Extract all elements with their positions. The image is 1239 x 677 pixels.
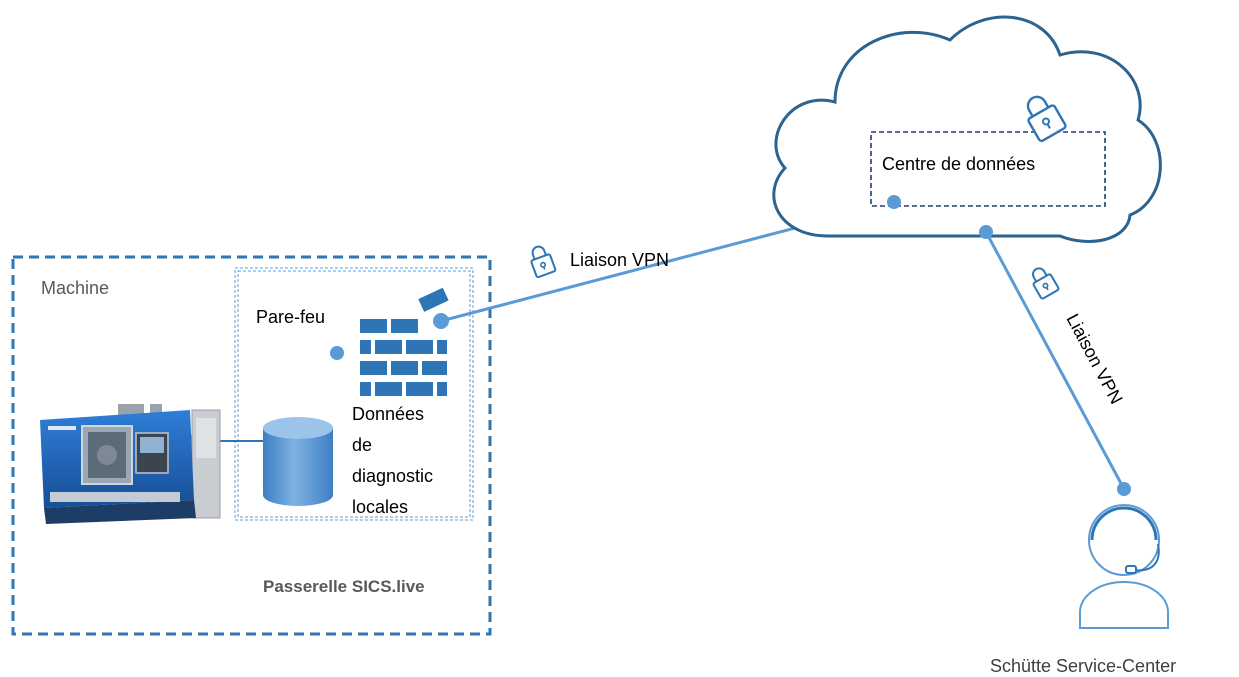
local-data-line-1: Données xyxy=(352,404,424,424)
gateway-box xyxy=(11,255,492,636)
lock-icon xyxy=(1032,267,1060,300)
service-center-label: Schütte Service-Center xyxy=(990,656,1176,676)
inner-dot xyxy=(330,346,344,360)
local-data-label: Données de diagnostic locales xyxy=(352,404,438,517)
firewall-label: Pare-feu xyxy=(256,307,325,327)
local-data-line-2: de xyxy=(352,435,372,455)
cloud-icon xyxy=(772,15,1162,243)
lock-icon xyxy=(530,245,557,279)
firewall-brick-icon xyxy=(360,287,449,396)
vpn-line-cloud-service xyxy=(984,231,1126,490)
vpn-left-label: Liaison VPN xyxy=(570,250,669,270)
database-cylinder-icon xyxy=(263,417,333,506)
cnc-machine-icon xyxy=(40,404,221,524)
lock-icon xyxy=(1026,95,1067,143)
service-dot xyxy=(1117,482,1131,496)
cloud-dot xyxy=(979,225,993,239)
local-data-line-4: locales xyxy=(352,497,408,517)
firewall-dot xyxy=(433,313,449,329)
firewall-inner-box xyxy=(234,267,474,521)
datacenter-dot xyxy=(887,195,901,209)
datacenter-box xyxy=(870,131,1106,207)
local-data-line-3: diagnostic xyxy=(352,466,433,486)
headset-agent-icon xyxy=(1079,504,1169,629)
datacenter-label: Centre de données xyxy=(882,154,1035,174)
gateway-label: Passerelle SICS.live xyxy=(263,577,425,596)
machine-label: Machine xyxy=(41,278,109,298)
